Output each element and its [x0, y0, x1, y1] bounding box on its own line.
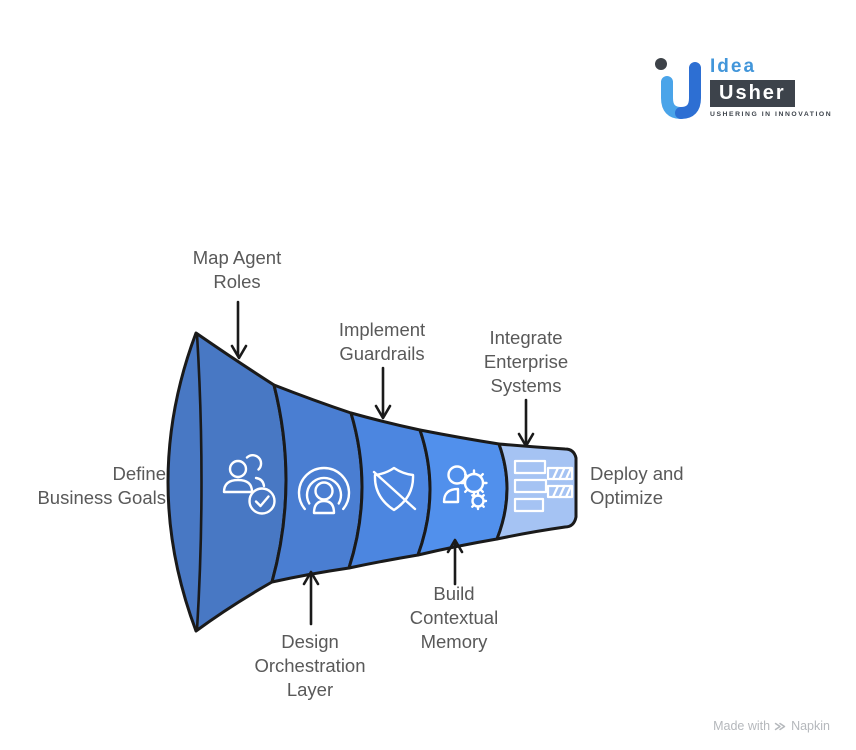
funnel-segment-4: [416, 428, 509, 557]
logo-tagline: USHERING IN INNOVATION: [710, 111, 833, 118]
layered-bars-icon: [513, 459, 574, 513]
logo-wordmark-usher: Usher: [710, 80, 795, 107]
funnel-mouth-rim: [195, 333, 203, 631]
stage-label-design-orchestration-layer: Design Orchestration Layer: [254, 631, 366, 700]
broadcast-person-icon: [297, 466, 351, 515]
funnel-segment-3: [347, 411, 432, 570]
stage-label-define-business-goals: Define Business Goals: [37, 463, 166, 508]
idea-usher-logo: Idea Usher USHERING IN INNOVATION: [652, 56, 832, 122]
stage-label-integrate-enterprise-systems: Integrate Enterprise Systems: [483, 327, 569, 396]
arrow-implement-guardrails: [374, 366, 392, 420]
stage-label-map-agent-roles: Map Agent Roles: [192, 247, 282, 292]
arrow-build-contextual-memory: [446, 538, 464, 586]
users-check-icon: [222, 454, 276, 515]
shield-off-icon: [372, 466, 417, 512]
arrow-map-agent-roles: [230, 300, 248, 360]
arrow-design-orchestration-layer: [302, 570, 320, 626]
logo-wordmark-idea: Idea: [710, 56, 757, 77]
arrow-integrate-enterprise-systems: [517, 398, 535, 448]
idea-usher-logo-icon: [655, 58, 701, 119]
person-gears-icon: [442, 465, 488, 511]
made-with-napkin-credit: Made with Napkin: [713, 719, 830, 733]
stage-label-implement-guardrails: Implement Guardrails: [338, 319, 426, 364]
napkin-brand-text: Napkin: [791, 719, 830, 733]
napkin-icon: [774, 722, 786, 730]
stage-label-deploy-and-optimize: Deploy and Optimize: [590, 463, 684, 508]
made-with-text: Made with: [713, 719, 771, 733]
funnel-segment-2: [270, 383, 364, 584]
stage-label-build-contextual-memory: Build Contextual Memory: [409, 583, 499, 652]
